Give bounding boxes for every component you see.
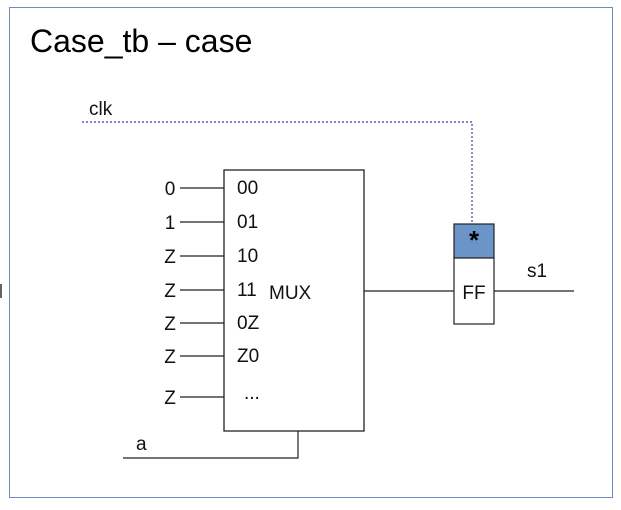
mux-input-code: Z0 xyxy=(237,346,259,367)
mux-box xyxy=(223,169,365,432)
mux-input-value: Z xyxy=(164,388,176,409)
ff-label: FF xyxy=(462,283,485,304)
mux-input-value: Z xyxy=(164,281,176,302)
mux-input-value: 0 xyxy=(165,179,176,200)
select-label: a xyxy=(136,434,147,455)
mux-input-code: 0Z xyxy=(237,313,260,334)
slide-frame xyxy=(9,7,613,498)
clock-wire xyxy=(82,121,473,224)
mux-input-code: ... xyxy=(244,383,260,404)
mux-input-code: 01 xyxy=(237,212,258,233)
select-wire xyxy=(123,431,299,459)
clk-label: clk xyxy=(89,99,113,120)
page-title: Case_tb – case xyxy=(30,23,252,59)
mux-label: MUX xyxy=(269,283,312,304)
mux-input-value: Z xyxy=(164,247,176,268)
mux-input-value: Z xyxy=(164,347,176,368)
mux-input-value: 1 xyxy=(165,213,176,234)
output-label: s1 xyxy=(527,261,547,282)
ff-trigger-symbol: * xyxy=(469,225,480,255)
mux-input-code: 11 xyxy=(237,280,257,301)
mux-input-value: Z xyxy=(164,314,176,335)
mux-input-code: 00 xyxy=(237,178,258,199)
mux-input-code: 10 xyxy=(237,246,258,267)
ff-box xyxy=(453,257,495,325)
ff-trigger-box xyxy=(453,223,495,259)
